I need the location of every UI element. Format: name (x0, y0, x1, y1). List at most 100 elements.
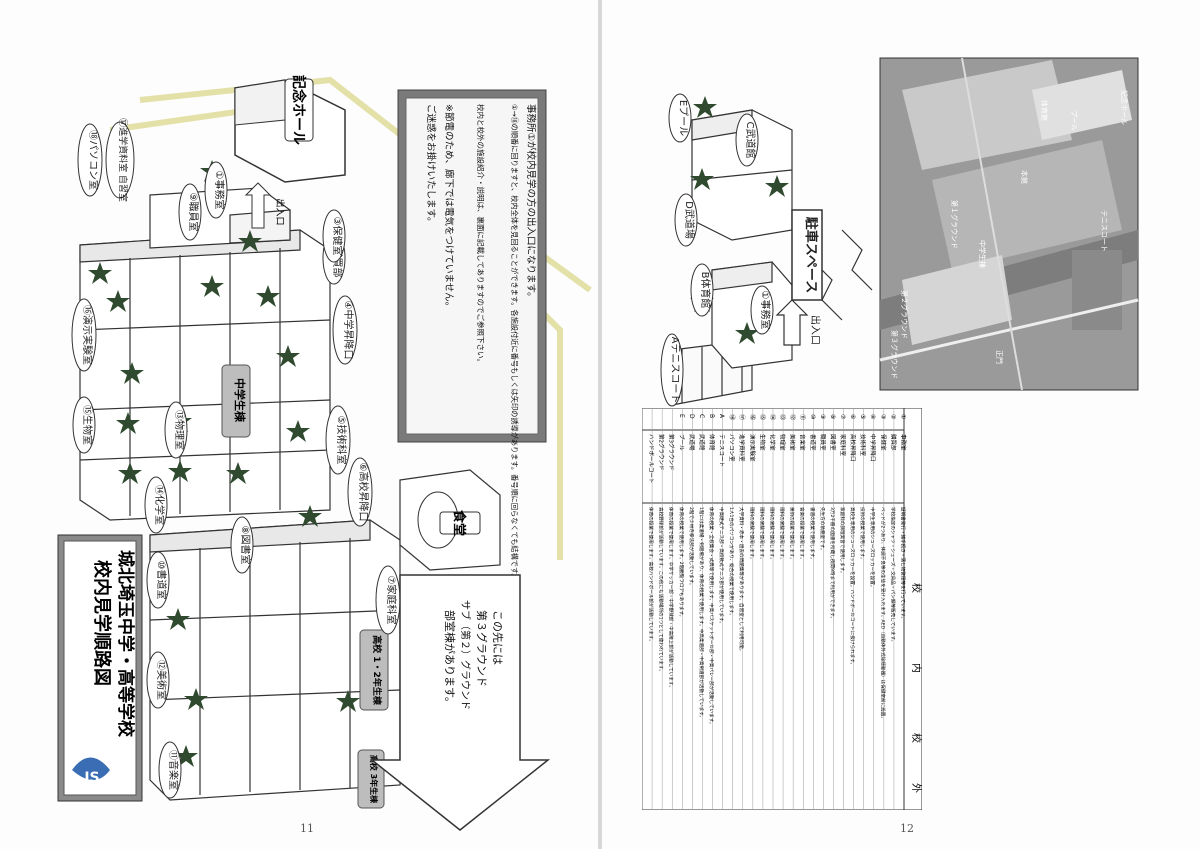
star-18-icon (106, 290, 130, 312)
row-name: 保健室 (879, 434, 887, 451)
star-15-icon (116, 412, 140, 434)
label-office: ①事務室 (750, 285, 774, 335)
callout-8: ⑧図書室 (230, 516, 254, 574)
notice-line-4: ※節電のため、廊下では電気をつけていません。 (443, 104, 455, 311)
callout-13: ⑬物理室 (164, 401, 188, 459)
callout-17: ⑰進学資料室 自習室 (105, 118, 135, 202)
row-name: 購買部 (889, 434, 897, 451)
parking-sign: 駐車スペース (791, 209, 823, 301)
label-d-text: D武道場 (683, 201, 696, 239)
label-a: Aテニスコート (660, 333, 684, 407)
callout-14: ⑭化学室 (144, 476, 168, 534)
notice-line-5: ご迷惑をお掛けいたします。 (425, 104, 437, 227)
row-description: 高校生専用のシューズロッカーを設置。ハンドボールコートに抜けられます。 (849, 507, 856, 667)
row-name: 武道場 (688, 434, 696, 451)
row-name: 技術科室 (859, 434, 867, 457)
row-description: 3万2千冊の図書を所蔵し夜間9時まで利用ができます。 (829, 507, 836, 621)
row-name: 家庭科室 (839, 434, 847, 457)
jh-building-tag: 中学生棟 (221, 364, 251, 438)
row-number: ⑧ (829, 414, 836, 419)
route-map-illustration: 記念ホール (57, 75, 592, 831)
section-out-1: 校 (910, 733, 922, 743)
row-number: ⑱ (728, 414, 736, 420)
star-5-icon (286, 420, 310, 442)
room-label-18: ⑱パソコン室 (87, 130, 100, 190)
label-e: Eプール (668, 93, 692, 143)
notice-line-1: 事務所①が校内見学の方の出入口になります。 (525, 104, 537, 302)
callout-3: ③保健室 (322, 209, 346, 263)
facility-labels: Aテニスコート B体育館 C武道館 D武道場 Eプール ①事務室 出入口 駐車ス… (660, 93, 823, 407)
star-17-icon (88, 262, 112, 284)
page-number-left: 11 (300, 822, 314, 835)
callout-15: ⑮生物室 (72, 396, 96, 454)
row-description: 美術の授業で使用します。 (789, 507, 796, 562)
star-c-icon (765, 175, 789, 197)
row-name: テニスコート (718, 434, 725, 467)
parking-label: 駐車スペース (803, 217, 819, 293)
table-row: 第2グラウンド高校野球部が活動しています。この他にも活動場所の1つとして使われて… (651, 408, 666, 810)
row-number: ⑤ (859, 414, 866, 419)
photo-label-1: 第１グラウンド (950, 200, 959, 249)
row-name: 書道室 (809, 434, 817, 451)
row-number: ⑥ (849, 414, 856, 419)
hs3-building-tag: 高校 3年生棟 (357, 749, 385, 809)
row-name: プール (678, 434, 685, 451)
room-label-14: ⑭化学室 (153, 485, 166, 525)
star-14-icon (168, 460, 192, 482)
book-gutter (598, 0, 602, 849)
label-exit-text: 出入口 (809, 315, 822, 345)
callout-1: ①事務室 (204, 161, 228, 219)
row-description: 学校指定のシャツ・シューズ・文具品・パン類等販売しています。 (889, 507, 896, 644)
aerial-photo: 第１グラウンド 中学生棟 第２グラウンド 第３グラウンド テニスコート 本館 体… (879, 57, 1139, 391)
row-description: 2階で少林寺拳法部が活動しています。 (688, 507, 695, 587)
title-line-2: 校内見学順路図 (91, 560, 113, 686)
room-label-5: ⑤技術科室 (335, 416, 348, 465)
title-box: JS 城北埼玉中学・高等学校 校内見学順路図 (57, 534, 143, 802)
table-row: B体育館体育の授業・全校集会・式典等で使用します。中高バスケットボール部・中高バ… (702, 408, 716, 810)
room-label-15: ⑮生物室 (81, 405, 94, 445)
row-description: 1階には柔道場・剣道場があり、体育の授業で使用します。中高柔道部・中高剣道部が活… (698, 507, 705, 720)
callout-7: ⑦家庭科室 (375, 565, 401, 635)
row-name: 第3グラウンド (668, 434, 676, 471)
direction-arrow: この先には 第３グラウンド サブ（第２）グラウンド 部室棟があります。 (369, 574, 551, 831)
cafeteria-label: 食堂 (451, 510, 467, 536)
photo-label-8: プール (1070, 110, 1078, 131)
row-number: ⑨ (819, 414, 826, 419)
row-description: 体育の授業で使用します。中学サッカー部・中学野球部・中高陸上部が活動しています。 (668, 507, 675, 690)
facility-table-svg: 校 内 校 外 ①事務室証明書発行・諸手続き・落し物管理等を行っています。②購買… (642, 408, 922, 810)
section-in-2: 内 (910, 663, 922, 673)
star-6-icon (298, 505, 322, 527)
notice-box: 事務所①が校内見学の方の出入口になります。 ①→⑱の順番に回りますと、校内全体を… (397, 89, 547, 581)
row-description: 体育の授業で使用します。高校ハンドボール部が活動しています。 (648, 507, 655, 644)
callout-10: ⑩書道室 (146, 551, 170, 609)
photo-label-3: 第２グラウンド (900, 290, 909, 339)
room-label-11: ⑪音楽室 (167, 750, 180, 790)
label-office-text: ①事務室 (759, 291, 772, 330)
callout-16: ⑯演示実験室 (71, 298, 97, 372)
row-description: 理科の実験で使用します。 (758, 507, 765, 562)
exit-arrow-icon: 出入口 (244, 182, 286, 229)
notice-line-3: 校内と校外の施設紹介・説明は、裏面に記載してありますのでご参照下さい。 (476, 104, 486, 366)
page-number-right: 12 (900, 822, 914, 835)
row-description: 中学生専用のシューズロッカーを設置。 (869, 507, 876, 589)
star-d-icon (690, 168, 714, 190)
row-name: 中学昇降口 (869, 434, 877, 462)
label-b-text: B体育館 (699, 272, 712, 309)
photo-label-4: 第３グラウンド (890, 330, 899, 379)
photo-label-9: 正門 (995, 350, 1003, 364)
row-number: ④ (869, 414, 876, 419)
row-description: 体育の授業で使用します。2階観覧フロアもあります。 (678, 507, 685, 619)
room-label-4: ④中学昇降口 (342, 301, 355, 360)
label-a-text: Aテニスコート (669, 337, 680, 404)
row-name: 第2グラウンド (658, 434, 666, 471)
